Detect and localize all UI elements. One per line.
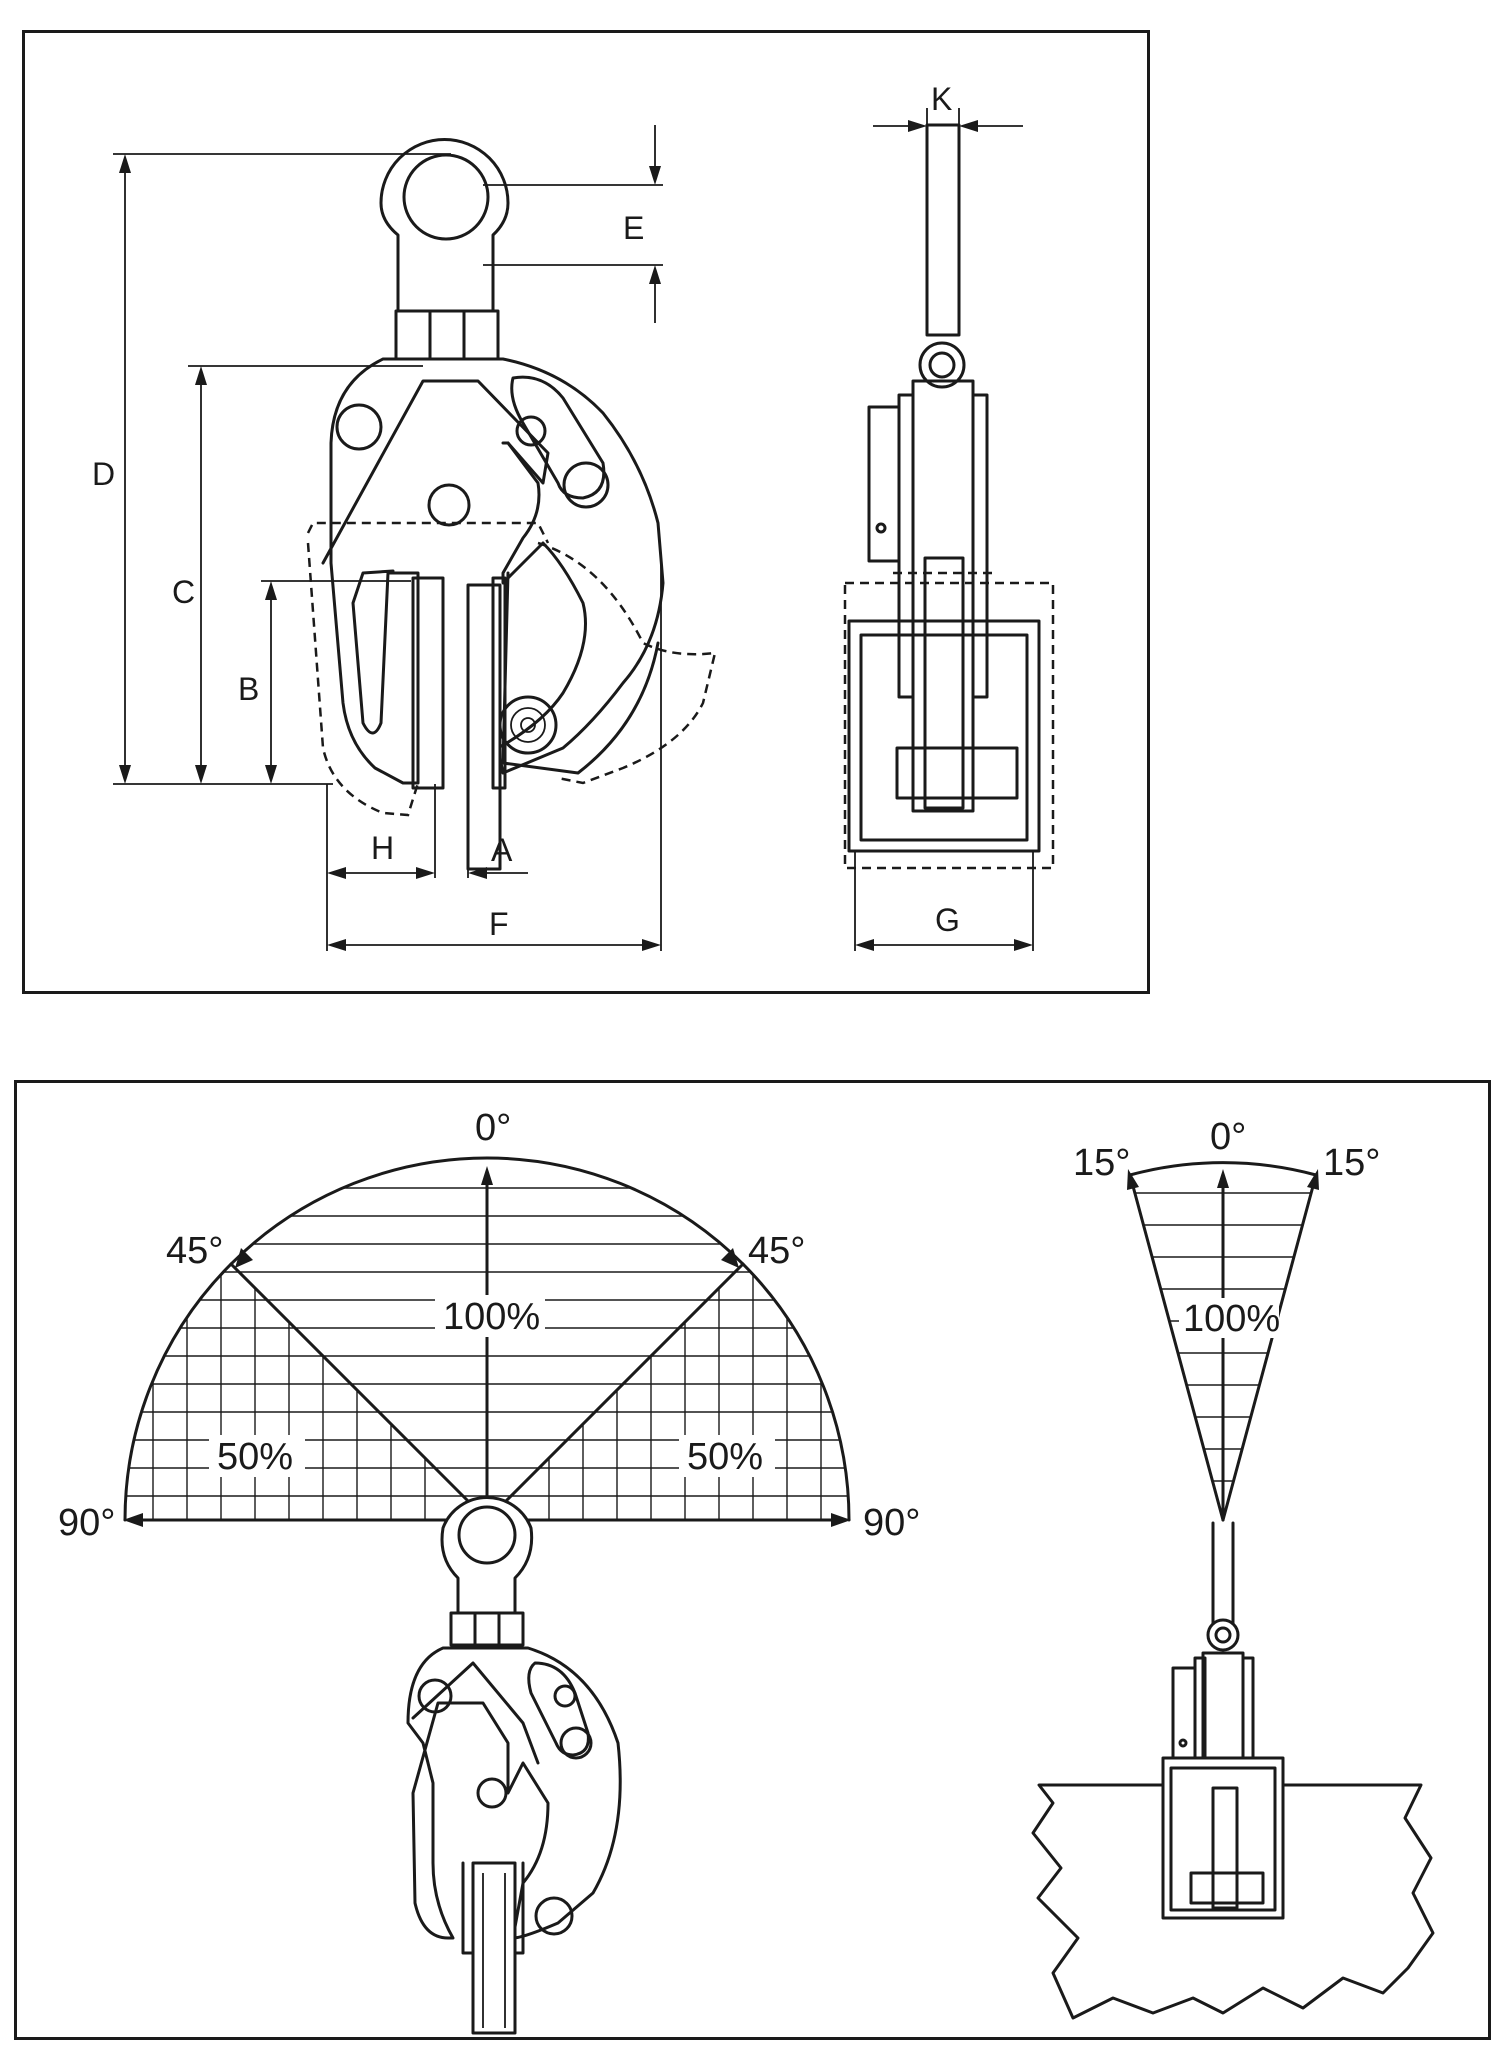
label-e: E — [623, 210, 644, 246]
label-a: A — [491, 832, 513, 868]
angle-diagram-side — [1127, 1161, 1319, 1522]
label-d: D — [92, 456, 115, 492]
front-angle-90-right: 90° — [863, 1502, 920, 1544]
side-angle-15-right: 15° — [1323, 1142, 1380, 1184]
front-angle-0: 0° — [475, 1107, 511, 1149]
label-g: G — [935, 902, 960, 938]
load-angle-panel: 0° 45° 45° 90° 90° 100% 50% 50% 0° 15° 1… — [14, 1080, 1491, 2040]
label-c: C — [172, 574, 195, 610]
clamp-side-view — [843, 123, 1055, 870]
front-capacity-100: 100% — [443, 1296, 540, 1338]
clamp-front-view — [306, 138, 717, 871]
clamp-front-tilted — [406, 1496, 622, 2035]
dimension-lines-side — [854, 108, 1034, 951]
front-angle-45-right: 45° — [748, 1230, 805, 1272]
clamp-side-on-plate — [1031, 1521, 1435, 2020]
dimension-drawing-panel: D C B E H A F K G — [22, 30, 1150, 994]
side-angle-15-left: 15° — [1073, 1142, 1130, 1184]
front-capacity-50-right: 50% — [687, 1436, 763, 1478]
label-f: F — [489, 906, 509, 942]
load-angle-drawing: 0° 45° 45° 90° 90° 100% 50% 50% 0° 15° 1… — [58, 1107, 1435, 2035]
label-b: B — [238, 671, 259, 707]
front-angle-90-left: 90° — [58, 1502, 115, 1544]
dimension-drawing: D C B E H A F K G — [92, 81, 1055, 951]
front-angle-45-left: 45° — [166, 1230, 223, 1272]
side-angle-0: 0° — [1210, 1116, 1246, 1158]
dimension-lines-front — [113, 125, 663, 951]
label-k: K — [931, 81, 952, 117]
side-capacity-100: 100% — [1183, 1298, 1280, 1340]
front-capacity-50-left: 50% — [217, 1436, 293, 1478]
label-h: H — [371, 830, 394, 866]
